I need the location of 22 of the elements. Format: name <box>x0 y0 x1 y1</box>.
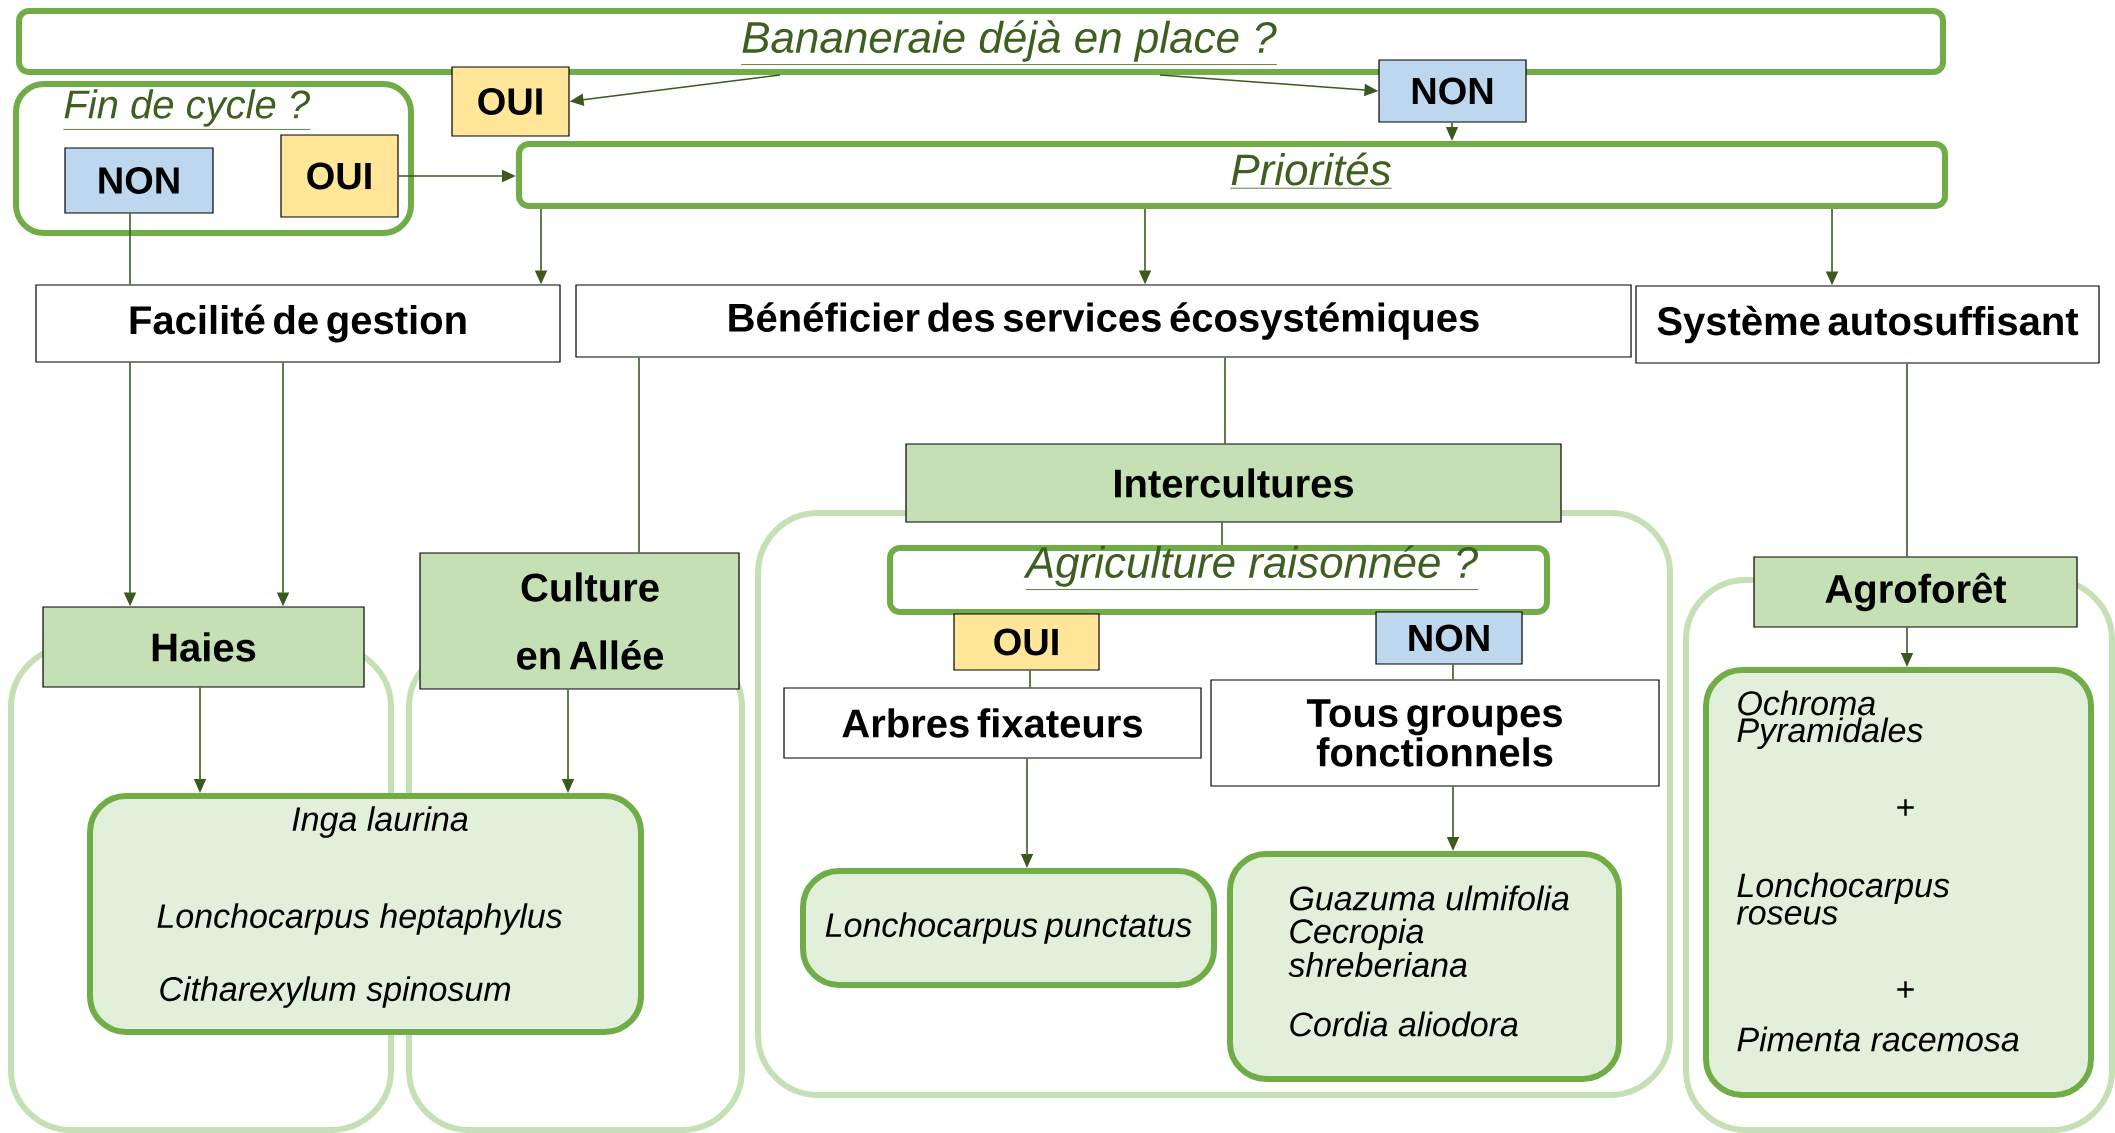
category-box: Haies <box>42 606 365 688</box>
answer-box: NON <box>1378 59 1527 123</box>
category-box: Bénéficier des services écosystémiques <box>575 284 1632 358</box>
question-box: Bananeraie déjà en place ? <box>16 8 1946 75</box>
answer-box: OUI <box>280 134 399 218</box>
category-box: Intercultures <box>905 443 1562 523</box>
species-box: Lonchocarpus punctatus <box>800 868 1217 988</box>
species-box: Guazuma ulmifolia Cecropia shreberiana Cordia aliodora <box>1227 851 1622 1082</box>
category-box: Culture en Allée <box>419 552 740 690</box>
species-box: Ochroma Pyramidales + Lonchocarpus roseus + Pimenta racemosa <box>1703 667 2094 1098</box>
category-box: Agroforêt <box>1753 556 2078 628</box>
answer-box: NON <box>64 147 214 214</box>
answer-box: NON <box>1375 611 1523 665</box>
question-box: Agriculture raisonnée ? <box>887 545 1550 615</box>
category-box: Système autosuffisant <box>1635 285 2100 364</box>
category-box: Arbres fixateurs <box>783 687 1202 759</box>
question-box: Priorités <box>516 141 1948 209</box>
species-box: Inga laurina Lonchocarpus heptaphylus Citharexylum spinosum <box>87 793 644 1035</box>
answer-box: OUI <box>451 66 570 137</box>
category-box: Facilité de gestion <box>35 284 561 363</box>
category-box: Tous groupes fonctionnels <box>1210 679 1660 787</box>
answer-box: OUI <box>953 613 1100 671</box>
